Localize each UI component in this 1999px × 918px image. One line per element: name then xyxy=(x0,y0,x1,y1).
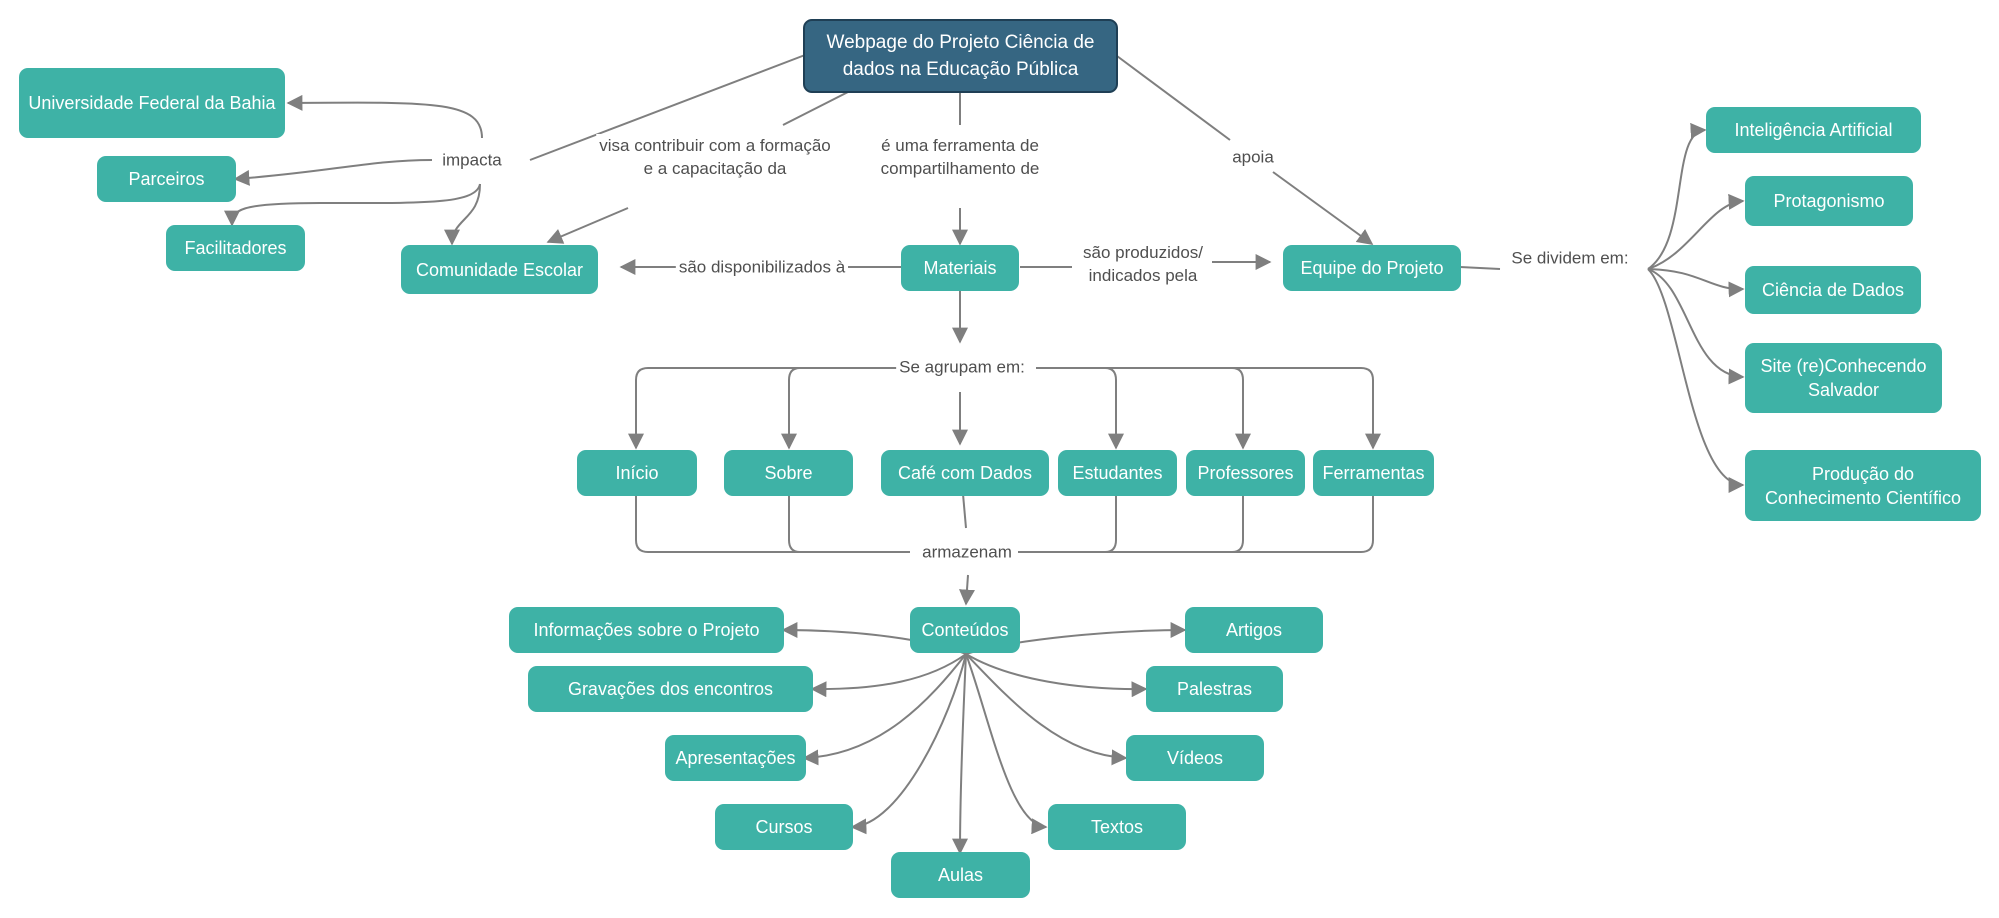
edge-bus-professores xyxy=(1231,367,1251,450)
label-armazenam: armazenam xyxy=(919,540,1015,564)
label-dividem: Se dividem em: xyxy=(1508,246,1632,270)
edge-dividem-producao xyxy=(1647,268,1745,493)
edge-apoia-equipe xyxy=(1272,171,1374,245)
edge-dividem-ia xyxy=(1647,122,1707,270)
node-palestras[interactable]: Palestras xyxy=(1146,666,1283,712)
edge-cafe-armazenam xyxy=(962,493,967,529)
edge-agrupam-bus-left xyxy=(628,367,898,450)
edge-root-apoia xyxy=(1116,55,1231,141)
node-textos[interactable]: Textos xyxy=(1048,804,1186,850)
node-apresentacoes[interactable]: Apresentações xyxy=(665,735,806,781)
node-estudantes[interactable]: Estudantes xyxy=(1058,450,1177,496)
node-conteudos[interactable]: Conteúdos xyxy=(910,607,1020,653)
label-impacta: impacta xyxy=(439,148,505,172)
edge-estudantes-armazenam xyxy=(1104,494,1117,553)
edge-armazenam-left xyxy=(635,494,910,553)
node-site[interactable]: Site (re)Conhecendo Salvador xyxy=(1745,343,1942,413)
node-materiais[interactable]: Materiais xyxy=(901,245,1019,291)
node-videos[interactable]: Vídeos xyxy=(1126,735,1264,781)
edge-impacta-facilitadores xyxy=(224,183,481,227)
edge-conteudos-textos xyxy=(965,653,1048,835)
node-root[interactable]: Webpage do Projeto Ciência de dados na E… xyxy=(803,19,1118,93)
node-sobre[interactable]: Sobre xyxy=(724,450,853,496)
label-visa: visa contribuir com a formação e a capac… xyxy=(596,134,834,180)
edge-dividem-site xyxy=(1647,268,1745,385)
node-protagonismo[interactable]: Protagonismo xyxy=(1745,176,1913,226)
edge-root-visa xyxy=(782,91,849,126)
node-professores[interactable]: Professores xyxy=(1186,450,1305,496)
edge-conteudos-palestras xyxy=(965,653,1148,698)
edge-bus-sobre xyxy=(781,367,801,450)
node-producao[interactable]: Produção do Conhecimento Científico xyxy=(1745,450,1981,521)
edge-armazenam-right xyxy=(1018,494,1374,553)
node-artigos[interactable]: Artigos xyxy=(1185,607,1323,653)
edge-agrupam-bus-right xyxy=(1036,367,1381,450)
label-apoia: apoia xyxy=(1229,145,1277,169)
edge-conteudos-videos xyxy=(965,653,1128,766)
node-informacoes[interactable]: Informações sobre o Projeto xyxy=(509,607,784,653)
node-gravacoes[interactable]: Gravações dos encontros xyxy=(528,666,813,712)
node-inicio[interactable]: Início xyxy=(577,450,697,496)
edge-root-impacta xyxy=(529,54,806,161)
label-produzidos: são produzidos/ indicados pela xyxy=(1079,241,1207,287)
edge-impacta-parceiros xyxy=(233,159,433,186)
edge-dividem-protagonismo xyxy=(1647,193,1745,270)
node-ferramentas[interactable]: Ferramentas xyxy=(1313,450,1434,496)
label-ferramenta: é uma ferramenta de compartilhamento de xyxy=(877,134,1043,180)
node-comunidade[interactable]: Comunidade Escolar xyxy=(401,245,598,294)
node-ciencia[interactable]: Ciência de Dados xyxy=(1745,266,1921,314)
edge-conteudos-gravacoes xyxy=(810,653,967,698)
edge-dividem-ciencia xyxy=(1647,268,1745,298)
edge-visa-comunidade xyxy=(546,207,629,244)
node-aulas[interactable]: Aulas xyxy=(891,852,1030,898)
node-cursos[interactable]: Cursos xyxy=(715,804,853,850)
edge-conteudos-apresentacoes xyxy=(802,653,967,766)
edge-professores-armazenam xyxy=(1231,494,1244,553)
label-agrupam: Se agrupam em: xyxy=(896,355,1028,379)
node-parceiros[interactable]: Parceiros xyxy=(97,156,236,202)
edge-impacta-comunidade xyxy=(444,183,481,246)
edge-conteudos-cursos xyxy=(850,653,967,835)
edge-equipe-dividem xyxy=(1459,266,1501,270)
node-facilitadores[interactable]: Facilitadores xyxy=(166,225,305,271)
edge-sobre-armazenam xyxy=(788,494,801,553)
node-equipe[interactable]: Equipe do Projeto xyxy=(1283,245,1461,291)
edge-armazenam-conteudos xyxy=(959,574,975,606)
node-ufba[interactable]: Universidade Federal da Bahia xyxy=(19,68,285,138)
node-cafe[interactable]: Café com Dados xyxy=(881,450,1049,496)
label-disponibilizados: são disponibilizados à xyxy=(675,255,849,279)
edge-impacta-ufba xyxy=(286,94,483,139)
edge-bus-estudantes xyxy=(1104,367,1124,450)
edge-conteudos-aulas xyxy=(952,653,969,855)
node-ia[interactable]: Inteligência Artificial xyxy=(1706,107,1921,153)
